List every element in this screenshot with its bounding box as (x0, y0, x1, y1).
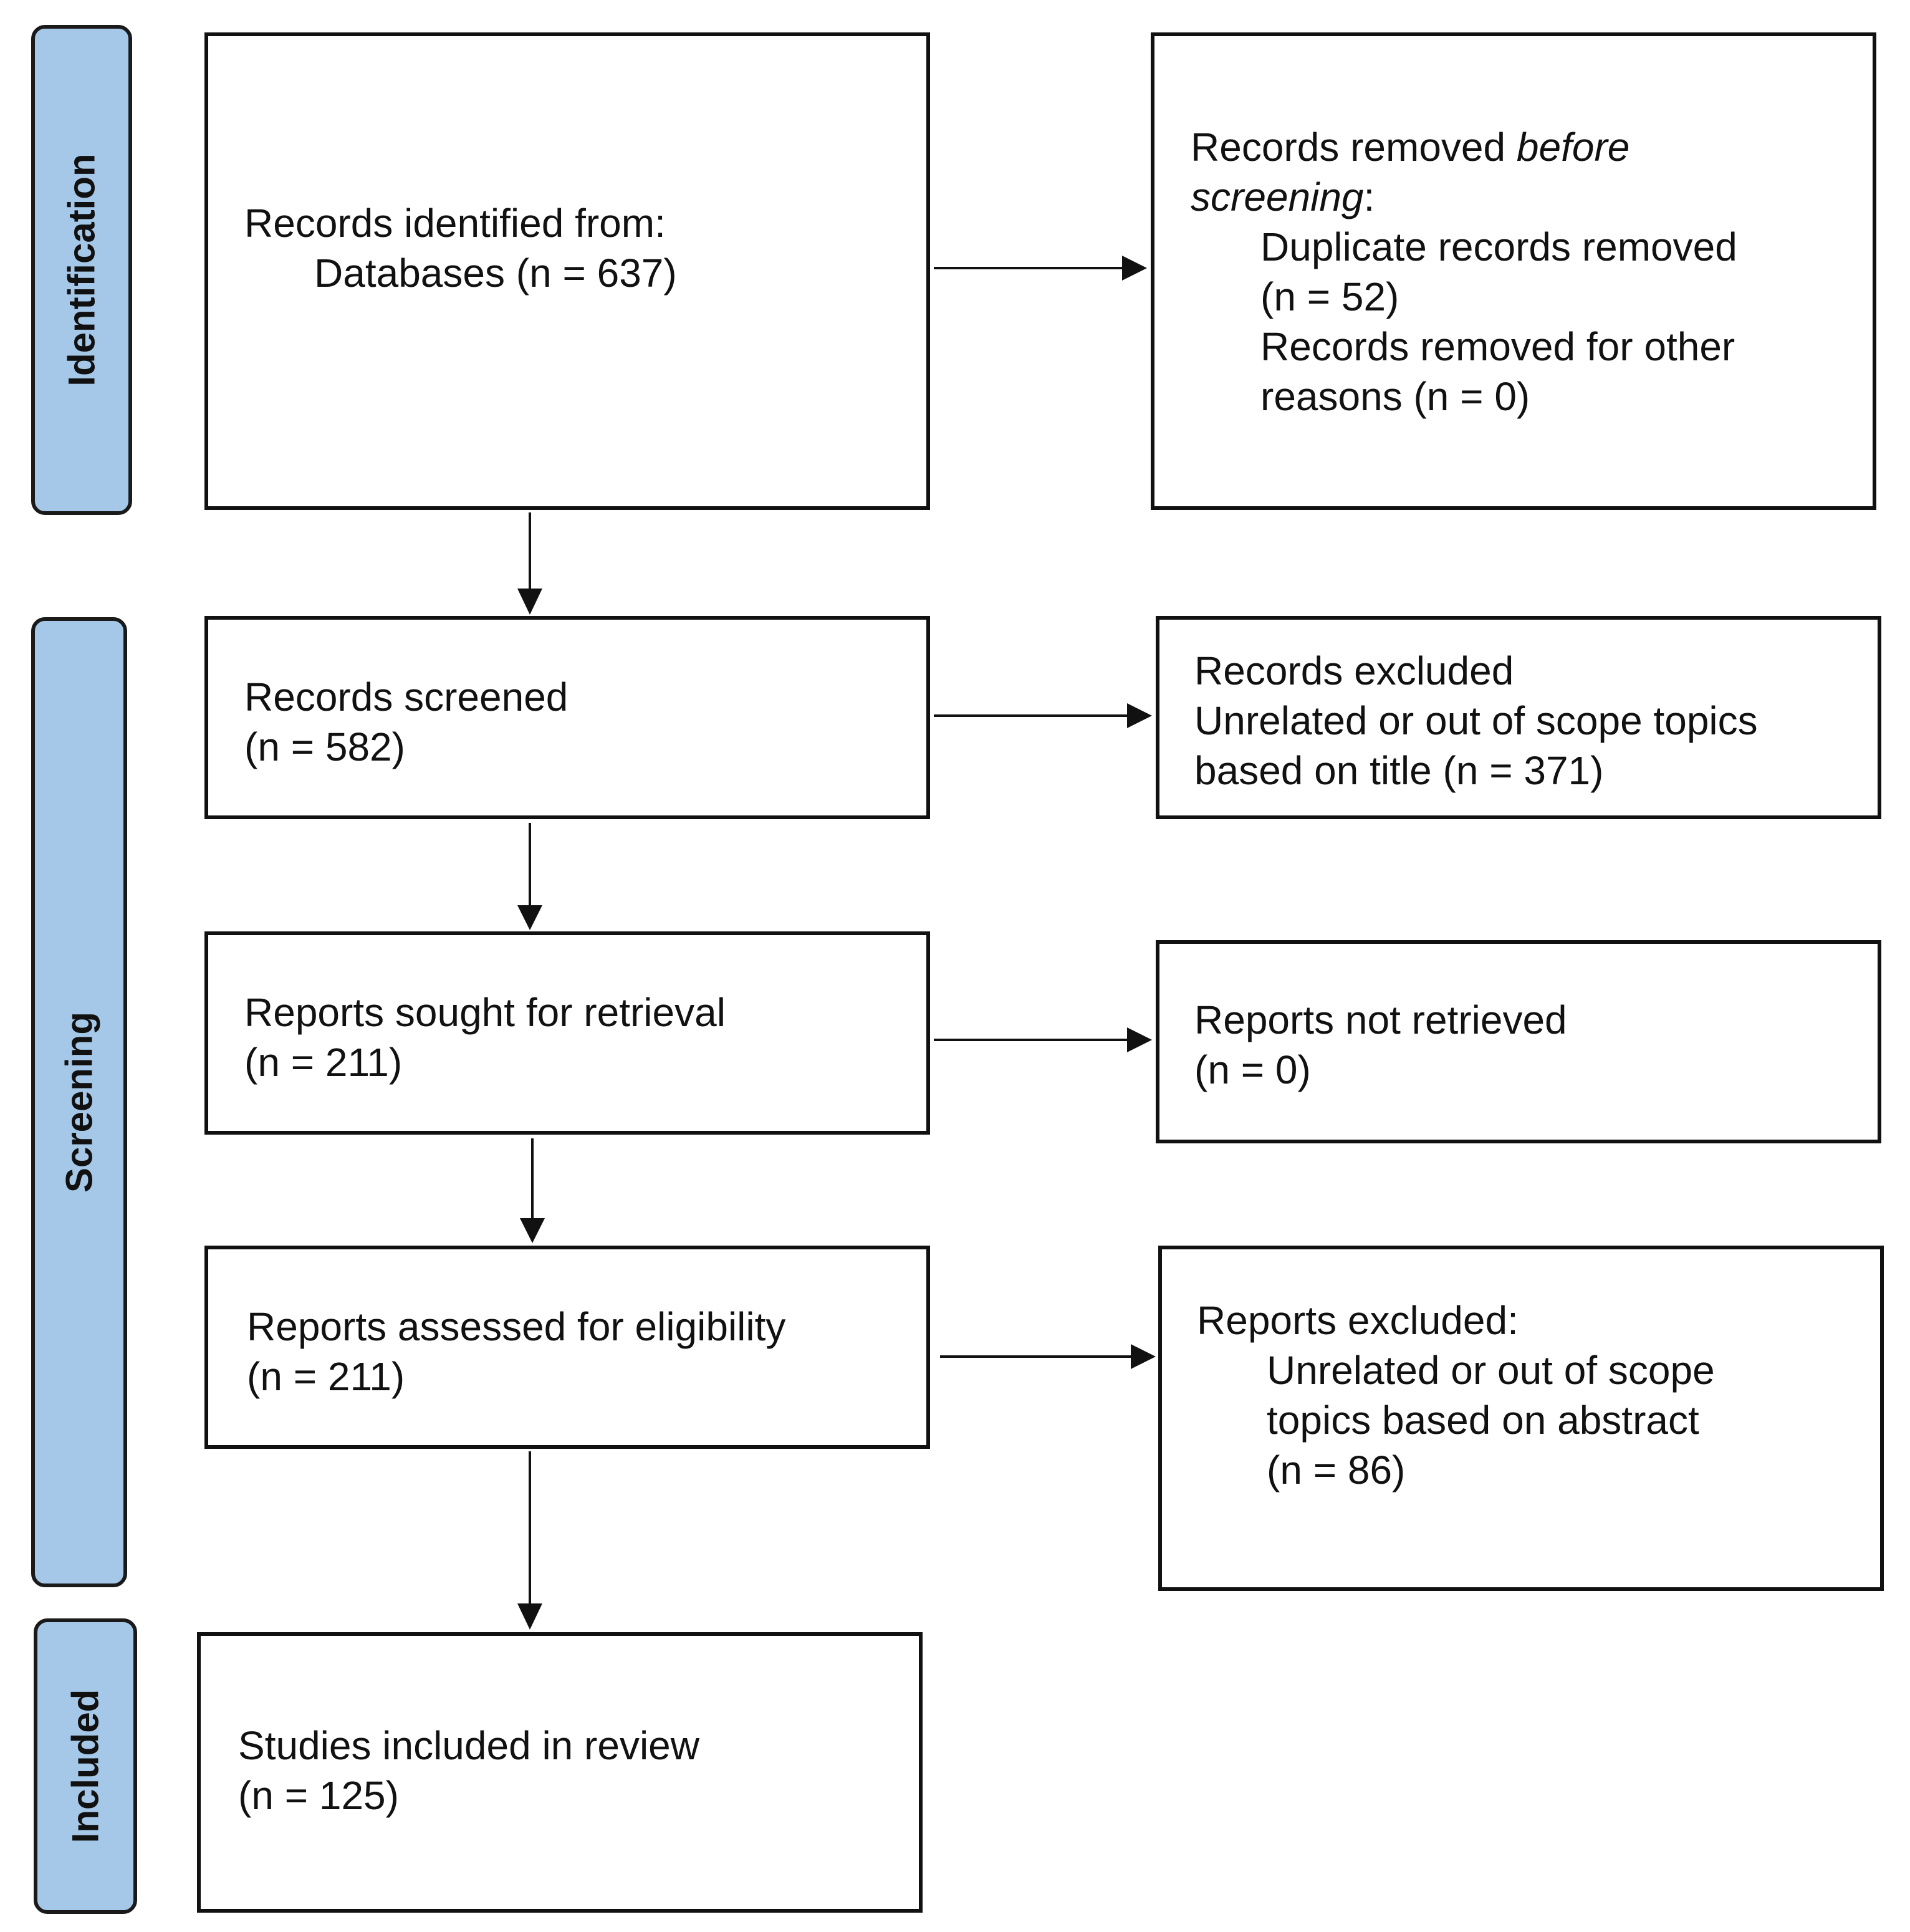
arrowhead-screened-to-excluded (1127, 703, 1152, 728)
records-removed-heading-c: screening (1191, 175, 1364, 219)
duplicates-label: Duplicate records removed (1260, 224, 1737, 269)
records-excluded-box (1156, 616, 1881, 819)
arrowhead-assessed-to-included (517, 1603, 542, 1630)
duplicates-count: (n = 52) (1260, 274, 1399, 319)
reports-excluded-reason-2: topics based on abstract (1267, 1398, 1699, 1443)
databases-count: Databases (n = 637) (314, 251, 677, 296)
records-removed-heading-a: Records removed (1191, 125, 1517, 170)
arrowhead-assessed-to-excluded (1131, 1344, 1156, 1369)
studies-included-box (197, 1632, 923, 1913)
reports-not-retrieved-count: (n = 0) (1194, 1047, 1311, 1092)
arrowhead-screened-to-sought (517, 905, 542, 930)
reports-not-retrieved-label: Reports not retrieved (1194, 997, 1567, 1042)
reports-assessed-label: Reports assessed for eligibility (247, 1304, 786, 1349)
records-screened-label: Records screened (244, 675, 569, 719)
reports-excluded-box (1158, 1246, 1884, 1591)
reports-assessed-count: (n = 211) (247, 1354, 405, 1399)
records-screened-count: (n = 582) (244, 724, 405, 769)
arrowhead-identified-to-removed (1122, 256, 1147, 281)
records-removed-heading-cont: screening: (1191, 172, 1737, 222)
records-removed-text: Records removed before screening: Duplic… (1191, 122, 1737, 421)
records-removed-heading-d: : (1363, 175, 1375, 219)
arrowhead-sought-to-not-retrieved (1127, 1027, 1152, 1052)
records-excluded-heading: Records excluded (1194, 648, 1514, 693)
phase-included: Included (34, 1618, 137, 1914)
reports-excluded-heading: Reports excluded: (1197, 1298, 1519, 1343)
arrowhead-sought-to-assessed (520, 1218, 545, 1243)
records-excluded-reason: Unrelated or out of scope topics (1194, 698, 1758, 743)
studies-included-count: (n = 125) (238, 1773, 399, 1818)
other-reasons-label: Records removed for other (1260, 324, 1735, 369)
reports-sought-text: Reports sought for retrieval (n = 211) (244, 988, 726, 1087)
reports-sought-count: (n = 211) (244, 1040, 403, 1085)
records-excluded-count: based on title (n = 371) (1194, 748, 1604, 793)
records-removed-heading-b: before (1516, 125, 1630, 170)
reports-sought-label: Reports sought for retrieval (244, 990, 726, 1035)
reports-not-retrieved-box (1156, 940, 1881, 1143)
reports-excluded-text: Reports excluded: Unrelated or out of sc… (1197, 1295, 1715, 1495)
records-excluded-text: Records excluded Unrelated or out of sco… (1194, 646, 1758, 795)
studies-included-label: Studies included in review (238, 1723, 699, 1768)
reports-sought-box (204, 931, 930, 1135)
records-removed-box (1151, 32, 1876, 510)
arrowhead-identified-to-screened (517, 589, 542, 615)
records-identified-text: Records identified from: Databases (n = … (244, 198, 677, 298)
reports-excluded-count: (n = 86) (1267, 1448, 1406, 1492)
phase-screening: Screening (31, 617, 127, 1587)
other-reasons-count: reasons (n = 0) (1260, 374, 1530, 419)
records-screened-box (204, 616, 930, 819)
reports-not-retrieved-text: Reports not retrieved (n = 0) (1194, 995, 1567, 1095)
phase-identification: Identification (31, 25, 132, 515)
records-removed-heading: Records removed before (1191, 122, 1737, 172)
studies-included-text: Studies included in review (n = 125) (238, 1721, 699, 1820)
reports-assessed-text: Reports assessed for eligibility (n = 21… (247, 1302, 785, 1401)
reports-excluded-reason-1: Unrelated or out of scope (1267, 1348, 1715, 1393)
records-screened-text: Records screened (n = 582) (244, 672, 568, 772)
reports-assessed-box (204, 1246, 930, 1449)
records-identified-heading: Records identified from: (244, 201, 666, 246)
records-identified-box (204, 32, 930, 510)
